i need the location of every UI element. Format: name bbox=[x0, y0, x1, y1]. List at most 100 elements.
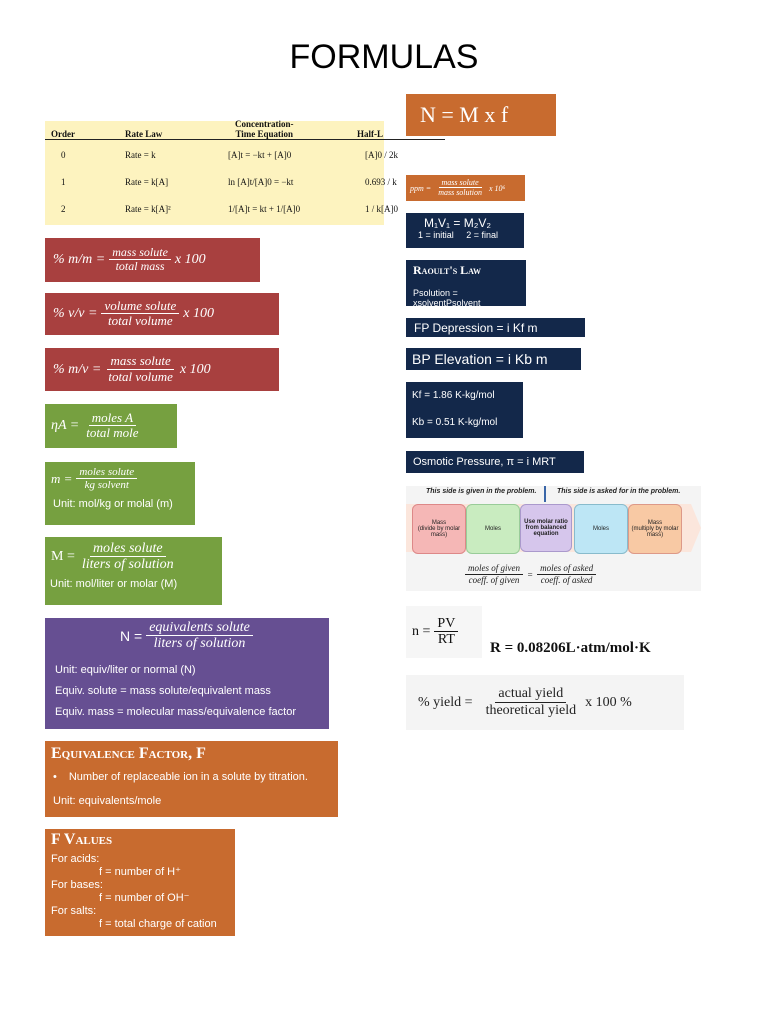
molality-box: m = moles solute kg solvent Unit: mol/kg… bbox=[45, 462, 195, 525]
bullet-icon: • bbox=[53, 771, 57, 783]
rate-law-table: Order Rate Law Concentration- Time Equat… bbox=[45, 119, 445, 225]
fraction-numerator: moles solute bbox=[89, 541, 166, 558]
normality-lhs: N = bbox=[120, 628, 143, 645]
f-values-box: F Values For acids: f = number of H⁺ For… bbox=[45, 829, 235, 936]
row-half-life: [A]0 / 2k bbox=[365, 150, 398, 160]
volume-percent-lhs: % v/v = bbox=[53, 306, 98, 321]
normality-relation-box: N = M x f bbox=[406, 94, 556, 136]
step-label: Moles bbox=[484, 526, 501, 532]
table-row: 1 Rate = k[A] ln [A]t/[A]0 = −kt 0.693 /… bbox=[45, 169, 445, 195]
fraction-numerator: moles A bbox=[88, 410, 137, 427]
ideal-gas-fraction: PV RT bbox=[434, 616, 459, 648]
raoult-equation: Psolution = xsolventPsolvent bbox=[413, 288, 481, 308]
row-equation: 1/[A]t = kt + 1/[A]0 bbox=[228, 204, 301, 214]
volume-percent-box: % v/v = volume solute total volume x 100 bbox=[45, 293, 279, 335]
equivalence-factor-bullet: Number of replaceable ion in a solute by… bbox=[68, 771, 308, 783]
ppm-lhs: ppm = bbox=[410, 183, 432, 193]
mass-percent-factor: x 100 bbox=[174, 252, 206, 267]
molality-lhs: m = bbox=[51, 470, 73, 486]
normality-equation: N = equivalents solute liters of solutio… bbox=[45, 618, 329, 652]
ppm-fraction: mass solute mass solution bbox=[435, 178, 485, 198]
asked-side-note: This side is asked for in the problem. bbox=[557, 488, 681, 495]
fraction-denominator: total mass bbox=[115, 259, 165, 274]
percent-yield-box: % yield = actual yield theoretical yield… bbox=[406, 675, 684, 730]
fraction-denominator: kg solvent bbox=[84, 479, 129, 492]
ideal-gas-box: n = PV RT bbox=[406, 606, 482, 658]
molarity-fraction: moles solute liters of solution bbox=[79, 541, 177, 573]
molarity-lhs: M = bbox=[51, 549, 75, 565]
fraction-denominator: RT bbox=[437, 632, 455, 648]
fraction-numerator: moles solute bbox=[76, 466, 138, 480]
molality-equation: m = moles solute kg solvent bbox=[45, 462, 195, 492]
fraction-denominator: mass solution bbox=[438, 188, 482, 198]
molarity-equation: M = moles solute liters of solution bbox=[45, 537, 222, 573]
normality-unit: Unit: equiv/liter or normal (N) bbox=[55, 664, 196, 677]
table-row: 2 Rate = k[A]² 1/[A]t = kt + 1/[A]0 1 / … bbox=[45, 196, 445, 222]
mole-fraction-box: ηA = moles A total mole bbox=[45, 404, 177, 448]
table-row: 0 Rate = k [A]t = −kt + [A]0 [A]0 / 2k bbox=[45, 142, 445, 168]
molarity-box: M = moles solute liters of solution Unit… bbox=[45, 537, 222, 605]
table-rule bbox=[45, 139, 445, 140]
equivalence-factor-box: Equivalence Factor, F •Number of replace… bbox=[45, 741, 338, 817]
fraction-numerator: mass solute bbox=[107, 354, 174, 370]
percent-yield-lhs: % yield = bbox=[418, 694, 473, 710]
mole-ratio-equation: moles of given coeff. of given = moles o… bbox=[461, 563, 600, 585]
salts-value: f = total charge of cation bbox=[99, 918, 217, 930]
percent-yield-factor: x 100 % bbox=[585, 694, 632, 710]
fraction-numerator: moles of asked bbox=[537, 563, 597, 575]
bases-label: For bases: bbox=[51, 879, 103, 891]
step-label: Mass bbox=[431, 520, 447, 526]
f-values-title: F Values bbox=[51, 831, 113, 848]
ratio-given: moles of given coeff. of given bbox=[465, 563, 523, 585]
step-label: Mass bbox=[647, 520, 663, 526]
f-values-list: For acids: f = number of H⁺ For bases: f… bbox=[45, 849, 235, 931]
step-label: Use molar ratio from balanced equation bbox=[524, 519, 568, 537]
gas-constant: R = 0.08206L·atm/mol·K bbox=[490, 640, 651, 656]
step-moles-asked: Moles bbox=[574, 504, 628, 554]
mass-percent-fraction: mass solute total mass bbox=[109, 245, 171, 274]
divider bbox=[544, 486, 546, 502]
step-mass-given: Mass (divide by molar mass) bbox=[412, 504, 466, 554]
table-header-order: Order bbox=[51, 129, 75, 139]
row-half-life: 0.693 / k bbox=[365, 177, 397, 187]
fraction-denominator: liters of solution bbox=[81, 557, 174, 573]
molality-fraction: moles solute kg solvent bbox=[76, 466, 138, 492]
step-label: Moles bbox=[592, 526, 609, 532]
step-sub: (multiply by molar mass) bbox=[631, 526, 679, 538]
mass-volume-percent-fraction: mass solute total volume bbox=[105, 354, 176, 384]
normality-box: N = equivalents solute liters of solutio… bbox=[45, 618, 329, 729]
acids-value: f = number of H⁺ bbox=[99, 866, 181, 878]
osmotic-pressure-box: Osmotic Pressure, π = i MRT bbox=[406, 451, 584, 473]
table-header-rate-law: Rate Law bbox=[125, 129, 163, 139]
fraction-denominator: coeff. of given bbox=[468, 574, 520, 585]
fraction-numerator: moles of given bbox=[465, 563, 523, 575]
fraction-denominator: total volume bbox=[108, 313, 173, 329]
ppm-factor: x 10⁶ bbox=[488, 183, 506, 193]
fraction-numerator: mass solute bbox=[109, 245, 171, 261]
ppm-box: ppm = mass solute mass solution x 10⁶ bbox=[406, 175, 525, 201]
dilution-note: 1 = initial 2 = final bbox=[418, 230, 499, 240]
fraction-numerator: equivalents solute bbox=[146, 620, 253, 637]
fraction-denominator: total mole bbox=[86, 425, 139, 441]
step-molar-ratio: Use molar ratio from balanced equation bbox=[520, 504, 572, 552]
mass-percent-box: % m/m = mass solute total mass x 100 bbox=[45, 238, 260, 282]
constants-box: Kf = 1.86 K-kg/mol Kb = 0.51 K-kg/mol bbox=[406, 382, 523, 438]
row-half-life: 1 / k[A]0 bbox=[365, 204, 398, 214]
fraction-numerator: PV bbox=[434, 616, 459, 633]
fp-depression-box: FP Depression = i Kf m bbox=[406, 318, 585, 337]
row-equation: ln [A]t/[A]0 = −kt bbox=[228, 177, 294, 187]
fraction-denominator: theoretical yield bbox=[485, 702, 577, 718]
step-sub: (divide by molar mass) bbox=[417, 526, 461, 538]
stoichiometry-diagram: This side is given in the problem. This … bbox=[406, 486, 701, 591]
mass-percent-lhs: % m/m = bbox=[53, 252, 106, 267]
row-rate-law: Rate = k bbox=[125, 150, 156, 160]
bp-elevation-box: BP Elevation = i Kb m bbox=[406, 348, 581, 370]
fraction-denominator: total volume bbox=[108, 368, 173, 384]
row-order: 1 bbox=[61, 177, 66, 187]
step-moles-given: Moles bbox=[466, 504, 520, 554]
row-equation: [A]t = −kt + [A]0 bbox=[228, 150, 292, 160]
ratio-asked: moles of asked coeff. of asked bbox=[537, 563, 597, 585]
salts-label: For salts: bbox=[51, 905, 97, 917]
normality-fraction: equivalents solute liters of solution bbox=[146, 620, 253, 652]
molality-unit: Unit: mol/kg or molal (m) bbox=[53, 497, 173, 510]
